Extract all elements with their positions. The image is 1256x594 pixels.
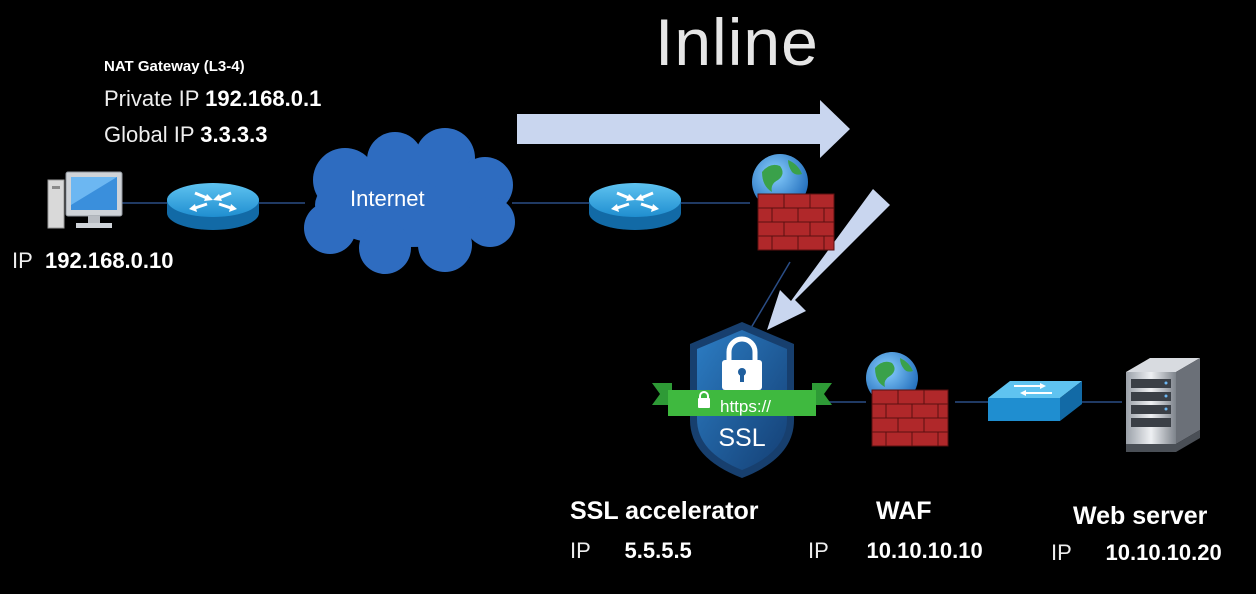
- ssl-ribbon: [652, 383, 832, 416]
- global-ip-label: Global IP: [104, 122, 195, 147]
- web-server-ip-value: 10.10.10.20: [1105, 540, 1222, 565]
- global-ip-value: 3.3.3.3: [200, 122, 268, 147]
- web-server-ip-row: IP 10.10.10.20: [1051, 540, 1222, 566]
- ssl-shield-text: SSL: [718, 424, 765, 452]
- waf-ip-label: IP: [808, 538, 829, 563]
- flow-arrow-down: [767, 189, 890, 330]
- internet-label: Internet: [350, 186, 425, 211]
- connection-lines: [122, 202, 1122, 403]
- ssl-accelerator-ip-label: IP: [570, 538, 591, 563]
- client-ip-label: IP: [12, 248, 33, 273]
- web-server-icon: [1126, 358, 1200, 452]
- waf-name: WAF: [876, 497, 932, 525]
- router-icon: [167, 183, 259, 230]
- private-ip-label: Private IP: [104, 86, 199, 111]
- client-ip-value: 192.168.0.10: [45, 248, 174, 273]
- computer-icon: [47, 171, 123, 229]
- flow-arrow-right: [517, 100, 850, 158]
- web-server-name: Web server: [1073, 502, 1208, 530]
- nat-gateway-title: NAT Gateway (L3-4): [104, 58, 245, 75]
- ssl-accelerator-ip-row: IP 5.5.5.5: [570, 538, 692, 564]
- ssl-accelerator-ip-value: 5.5.5.5: [624, 538, 692, 563]
- router-icon: [589, 183, 681, 230]
- web-server-ip-label: IP: [1051, 540, 1072, 565]
- ssl-ribbon-text: https://: [720, 397, 771, 416]
- ssl-shield-icon: [652, 322, 832, 478]
- waf-firewall-icon: [866, 352, 949, 447]
- private-ip-value: 192.168.0.1: [205, 86, 322, 111]
- waf-ip-row: IP 10.10.10.10: [808, 538, 983, 564]
- padlock-icon: [722, 336, 762, 390]
- ssl-accelerator-name: SSL accelerator: [570, 497, 759, 525]
- page-title: Inline: [655, 5, 819, 79]
- waf-ip-value: 10.10.10.10: [866, 538, 983, 563]
- client-ip-row: IP 192.168.0.10: [12, 248, 174, 274]
- nat-global-ip-row: Global IP 3.3.3.3: [104, 122, 268, 148]
- nat-private-ip-row: Private IP 192.168.0.1: [104, 86, 321, 112]
- switch-icon: [988, 381, 1082, 421]
- firewall-icon: [752, 154, 835, 251]
- internet-cloud-icon: [304, 128, 515, 274]
